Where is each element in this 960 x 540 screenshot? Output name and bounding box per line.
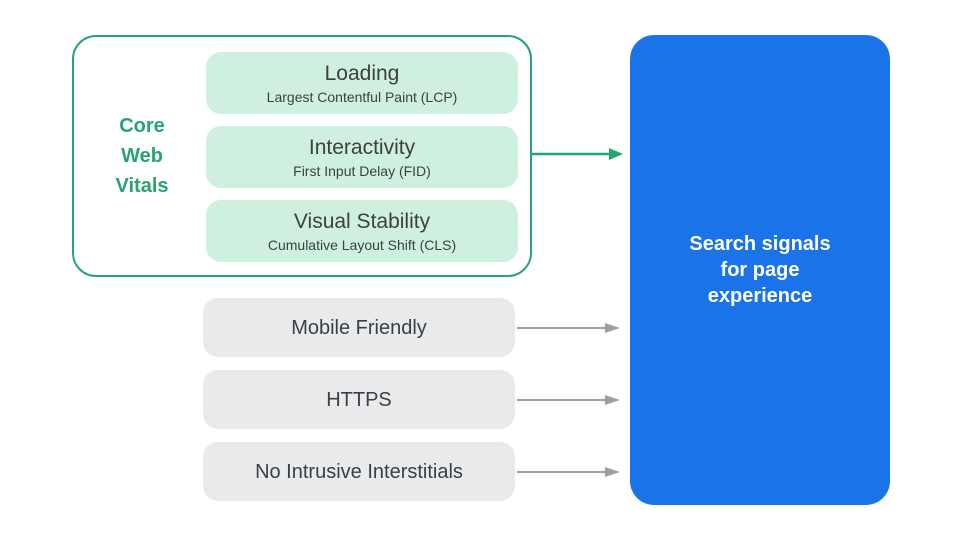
vital-title-interactivity: Interactivity (308, 135, 416, 159)
vital-title-visual-stability: Visual Stability (293, 209, 431, 233)
core-web-vitals-group: Core Web Vitals Loading Largest Contentf… (72, 35, 532, 277)
vital-card-interactivity: Interactivity First Input Delay (FID) (206, 126, 518, 188)
factor-label-no-intrusive-interstitials: No Intrusive Interstitials (255, 460, 463, 483)
vital-subtitle-fid: First Input Delay (FID) (293, 162, 431, 179)
https-arrow-icon (517, 395, 620, 405)
core-web-vitals-label: Core Web Vitals (115, 115, 169, 197)
vital-subtitle-cls: Cumulative Layout Shift (CLS) (267, 236, 457, 253)
factor-label-mobile-friendly: Mobile Friendly (291, 316, 427, 339)
factor-card-https: HTTPS (203, 370, 515, 429)
vital-title-loading: Loading (324, 61, 400, 85)
core-web-vitals-arrow-icon (532, 148, 623, 160)
vital-subtitle-lcp: Largest Contentful Paint (LCP) (266, 88, 458, 105)
no-intrusive-interstitials-arrow-icon (517, 467, 620, 477)
search-signals-box: Search signals for page experience (630, 35, 890, 505)
factor-label-https: HTTPS (326, 388, 392, 411)
vital-card-loading: Loading Largest Contentful Paint (LCP) (206, 52, 518, 114)
factor-card-no-intrusive-interstitials: No Intrusive Interstitials (203, 442, 515, 501)
factor-card-mobile-friendly: Mobile Friendly (203, 298, 515, 357)
search-signals-label: Search signals for page experience (689, 233, 831, 307)
vital-card-visual-stability: Visual Stability Cumulative Layout Shift… (206, 200, 518, 262)
mobile-friendly-arrow-icon (517, 323, 620, 333)
